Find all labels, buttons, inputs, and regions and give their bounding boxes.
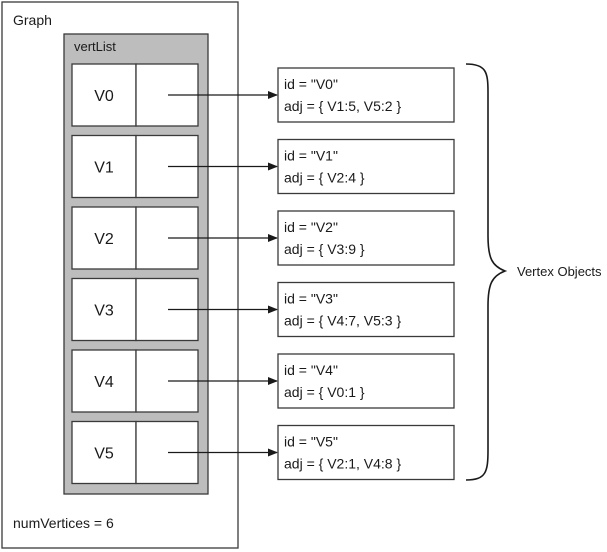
vertex-key-cell xyxy=(71,134,137,199)
vert-list-label: vertList xyxy=(74,39,116,54)
vertex-object-adj: adj = { V2:1, V4:8 } xyxy=(284,456,401,472)
vertex-object-id: id = "V1" xyxy=(284,148,338,164)
vertex-key-cell xyxy=(71,349,137,413)
vertex-object-box xyxy=(277,67,455,123)
vertex-key-label: V1 xyxy=(94,160,114,177)
vertex-object-id: id = "V5" xyxy=(284,434,338,450)
vertex-object-box xyxy=(277,281,455,338)
vertex-key-cell xyxy=(71,206,137,270)
vertex-object-box xyxy=(277,353,455,409)
vertex-key-cell xyxy=(71,277,137,342)
vertex-objects-brace xyxy=(465,63,508,481)
vertex-key-label: V4 xyxy=(94,374,114,391)
graph-label: Graph xyxy=(13,12,52,28)
vertex-key-label: V2 xyxy=(94,231,114,248)
vertex-key-cell xyxy=(71,420,137,485)
vertex-key-cell xyxy=(71,63,137,127)
vertex-object-id: id = "V3" xyxy=(284,291,338,307)
vertex-object-adj: adj = { V2:4 } xyxy=(284,170,365,186)
vertex-objects-label: Vertex Objects xyxy=(517,264,602,279)
num-vertices-label: numVertices = 6 xyxy=(13,515,114,531)
vertex-object-id: id = "V2" xyxy=(284,219,338,235)
vertex-object-adj: adj = { V1:5, V5:2 } xyxy=(284,98,401,114)
vertex-key-label: V5 xyxy=(94,446,114,463)
vertex-rows: V0 id = "V0" adj = { V1:5, V5:2 } V1 id = "V… xyxy=(71,63,455,485)
vertex-object-adj: adj = { V0:1 } xyxy=(284,384,365,400)
vertex-object-id: id = "V0" xyxy=(284,76,338,92)
vertex-key-label: V0 xyxy=(94,88,114,105)
vertex-object-adj: adj = { V3:9 } xyxy=(284,241,365,257)
vertex-object-adj: adj = { V4:7, V5:3 } xyxy=(284,313,401,329)
vertex-object-box xyxy=(277,210,455,266)
vertex-object-box xyxy=(277,138,455,195)
vertex-object-box xyxy=(277,424,455,481)
vertex-object-id: id = "V4" xyxy=(284,362,338,378)
vertex-key-label: V3 xyxy=(94,303,114,320)
